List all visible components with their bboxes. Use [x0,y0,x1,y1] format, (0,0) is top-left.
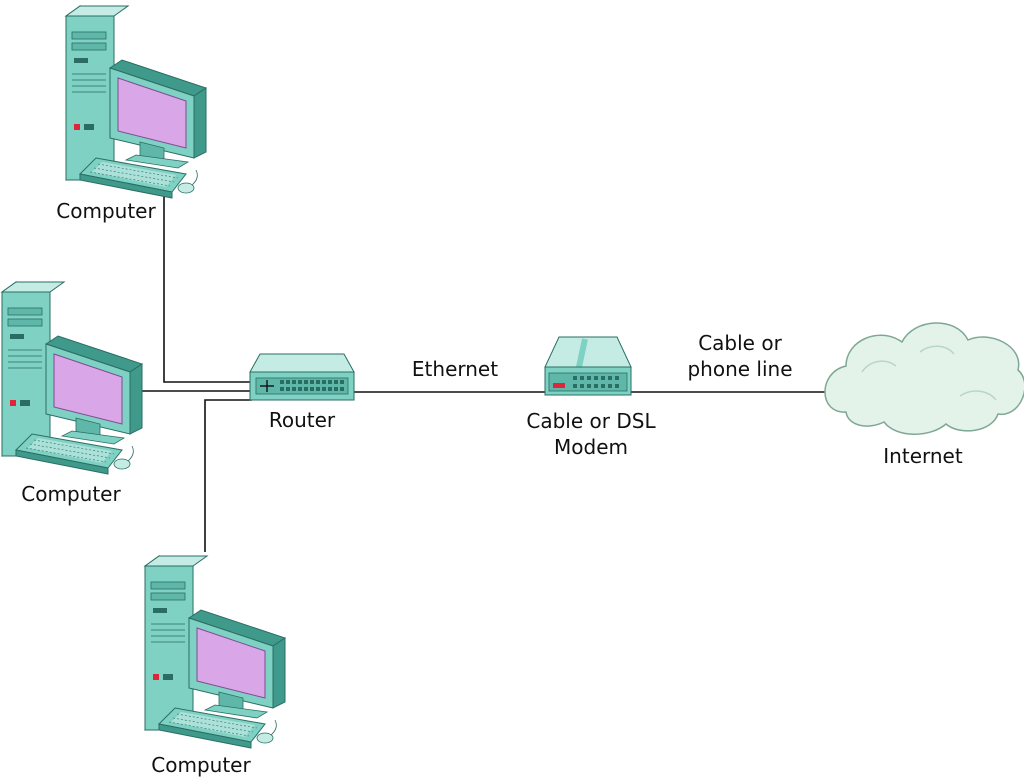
line-label-line2: phone line [687,357,792,381]
computer-top-icon [65,5,207,199]
router-icon [249,353,355,401]
wire-top-computer-router [163,196,252,383]
router-label: Router [269,408,336,432]
computer-middle-icon [1,281,143,475]
wire-bottom-computer-router [204,399,252,552]
internet-label: Internet [883,444,963,468]
modem-label-line2: Modem [554,435,628,459]
computer-bottom-icon [144,555,286,749]
internet-cloud-icon [824,322,1024,435]
modem-label-line1: Cable or DSL [526,409,656,433]
computer-middle-label: Computer [21,482,121,506]
line-label-line1: Cable or [698,331,782,355]
computer-top-label: Computer [56,199,156,223]
modem-icon [545,337,631,395]
computer-bottom-label: Computer [151,753,251,777]
ethernet-label: Ethernet [412,357,498,381]
